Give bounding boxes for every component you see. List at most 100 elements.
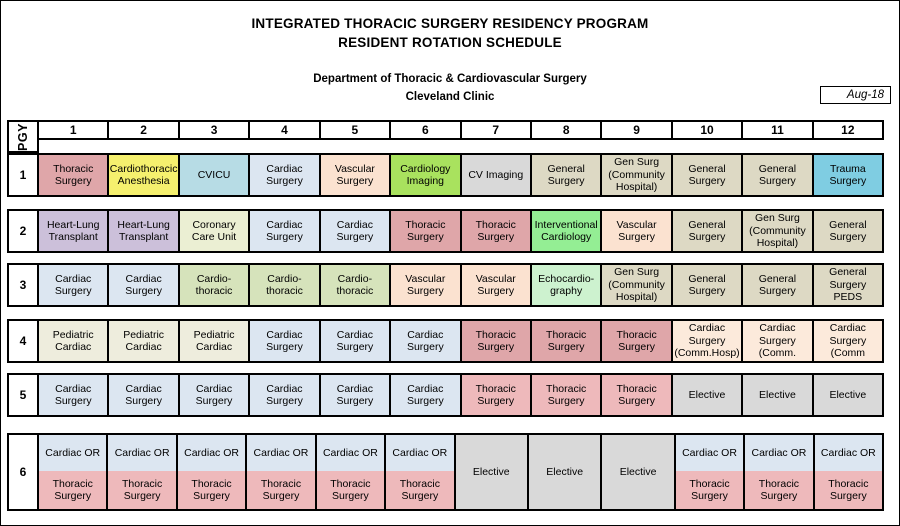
month-header-cell: 11 xyxy=(741,120,814,140)
month-header-cell: 3 xyxy=(177,120,251,140)
subtitle-line-1: Department of Thoracic & Cardiovascular … xyxy=(313,73,587,85)
rotation-cell: Cardiac Surgery (Comm.Hosp) xyxy=(670,319,744,363)
rotation-cell: Thoracic Surgery xyxy=(37,153,110,197)
rotation-cell: Cardiac Surgery xyxy=(248,319,321,363)
rotation-cell: Vascular Surgery xyxy=(389,263,462,307)
rotation-cell: Elective xyxy=(670,373,744,417)
rotation-cell: CV Imaging xyxy=(459,153,532,197)
rotation-cell: Pediatric Cardiac xyxy=(107,319,180,363)
rotation-cell: Cardiac Surgery xyxy=(318,209,392,253)
rotation-cell: Gen Surg (Community Hospital) xyxy=(600,153,673,197)
rotation-cell: Cardiac Surgery xyxy=(389,373,462,417)
rotation-cell: Cardiology Imaging xyxy=(389,153,462,197)
pgy-row-label: 1 xyxy=(7,153,39,197)
rotation-cell: Coronary Care Unit xyxy=(177,209,251,253)
page-title: INTEGRATED THORACIC SURGERY RESIDENCY PR… xyxy=(1,14,899,52)
rotation-cell: Thoracic Surgery xyxy=(600,373,673,417)
rotation-cell-bottom: Thoracic Surgery xyxy=(814,471,883,509)
rotation-cell: Pediatric Cardiac xyxy=(37,319,110,363)
month-header-cell: 4 xyxy=(248,120,321,140)
rotation-cell-top: Cardiac OR xyxy=(316,435,385,471)
rotation-cell: Vascular Surgery xyxy=(459,263,532,307)
rotation-cell-top: Cardiac OR xyxy=(386,435,454,471)
rotation-cell: Thoracic Surgery xyxy=(600,319,673,363)
rotation-cell: Thoracic Surgery xyxy=(459,373,532,417)
rotation-cell: Heart-Lung Transplant xyxy=(37,209,110,253)
rotation-cell: Elective xyxy=(741,373,814,417)
rotation-cell-bottom: Thoracic Surgery xyxy=(745,471,813,509)
rotation-cell: Trauma Surgery xyxy=(811,153,885,197)
rotation-cell: Cardiac Surgery xyxy=(318,319,392,363)
rotation-cell-top: Cardiac OR xyxy=(675,435,744,471)
rotation-cell-bottom: Thoracic Surgery xyxy=(39,471,107,509)
rotation-cell-bottom: Thoracic Surgery xyxy=(386,471,454,509)
rotation-cell: Cardiac Surgery xyxy=(177,373,251,417)
title-line-2: RESIDENT ROTATION SCHEDULE xyxy=(338,35,562,50)
rotation-cell-bottom: Thoracic Surgery xyxy=(177,471,246,509)
report-date-box: Aug-18 xyxy=(820,86,891,104)
month-header-cell: 5 xyxy=(318,120,392,140)
rotation-cell: Thoracic Surgery xyxy=(529,319,603,363)
subtitle-line-2: Cleveland Clinic xyxy=(405,91,495,103)
rotation-cell-top: Cardiac OR xyxy=(745,435,813,471)
rotation-cell: CVICU xyxy=(177,153,251,197)
rotation-cell: Thoracic Surgery xyxy=(459,209,532,253)
rotation-cell-top: Cardiac OR xyxy=(108,435,176,471)
rotation-cell: Thoracic Surgery xyxy=(459,319,532,363)
rotation-cell: Cardiothoracic Anesthesia xyxy=(107,153,180,197)
rotation-cell-top: Cardiac OR xyxy=(177,435,246,471)
report-date-label: Aug-18 xyxy=(846,89,884,101)
rotation-cell-top: Cardiac OR xyxy=(814,435,883,471)
month-header-cell: 9 xyxy=(600,120,673,140)
rotation-cell: Elective xyxy=(600,433,676,511)
pgy-axis-cell: PGY xyxy=(7,120,39,153)
rotation-cell: Thoracic Surgery xyxy=(529,373,603,417)
pgy-row-label: 5 xyxy=(7,373,39,417)
rotation-cell: General Surgery xyxy=(670,263,744,307)
rotation-cell: Cardiac Surgery xyxy=(107,263,180,307)
rotation-cell: Thoracic Surgery xyxy=(389,209,462,253)
rotation-cell-top: Cardiac OR xyxy=(247,435,315,471)
rotation-cell: General Surgery PEDS xyxy=(811,263,885,307)
rotation-cell: Cardiac Surgery xyxy=(389,319,462,363)
rotation-cell: Cardiac Surgery (Comm. xyxy=(741,319,814,363)
rotation-cell-bottom: Thoracic Surgery xyxy=(675,471,744,509)
month-header-cell: 2 xyxy=(107,120,180,140)
rotation-cell-bottom: Thoracic Surgery xyxy=(108,471,176,509)
rotation-cell: Cardiac Surgery xyxy=(107,373,180,417)
title-line-1: INTEGRATED THORACIC SURGERY RESIDENCY PR… xyxy=(251,16,649,31)
rotation-cell: General Surgery xyxy=(741,153,814,197)
rotation-cell: Cardiac Surgery xyxy=(248,153,321,197)
rotation-cell: General Surgery xyxy=(741,263,814,307)
rotation-cell: General Surgery xyxy=(670,209,744,253)
rotation-cell: Echocardio- graphy xyxy=(529,263,603,307)
rotation-cell: Elective xyxy=(811,373,885,417)
rotation-cell: General Surgery xyxy=(670,153,744,197)
rotation-cell: Cardio- thoracic xyxy=(177,263,251,307)
rotation-cell: Cardiac Surgery xyxy=(37,373,110,417)
month-header-cell: 6 xyxy=(389,120,462,140)
rotation-cell: Cardiac Surgery xyxy=(248,209,321,253)
rotation-cell: Vascular Surgery xyxy=(600,209,673,253)
rotation-cell-bottom: Thoracic Surgery xyxy=(247,471,315,509)
month-header-cell: 1 xyxy=(37,120,110,140)
rotation-cell-bottom: Thoracic Surgery xyxy=(316,471,385,509)
rotation-cell: Elective xyxy=(526,433,603,511)
rotation-cell: Cardiac Surgery (Comm xyxy=(811,319,885,363)
rotation-cell: Vascular Surgery xyxy=(318,153,392,197)
rotation-cell: Cardiac Surgery xyxy=(37,263,110,307)
pgy-axis-label: PGY xyxy=(16,122,30,151)
